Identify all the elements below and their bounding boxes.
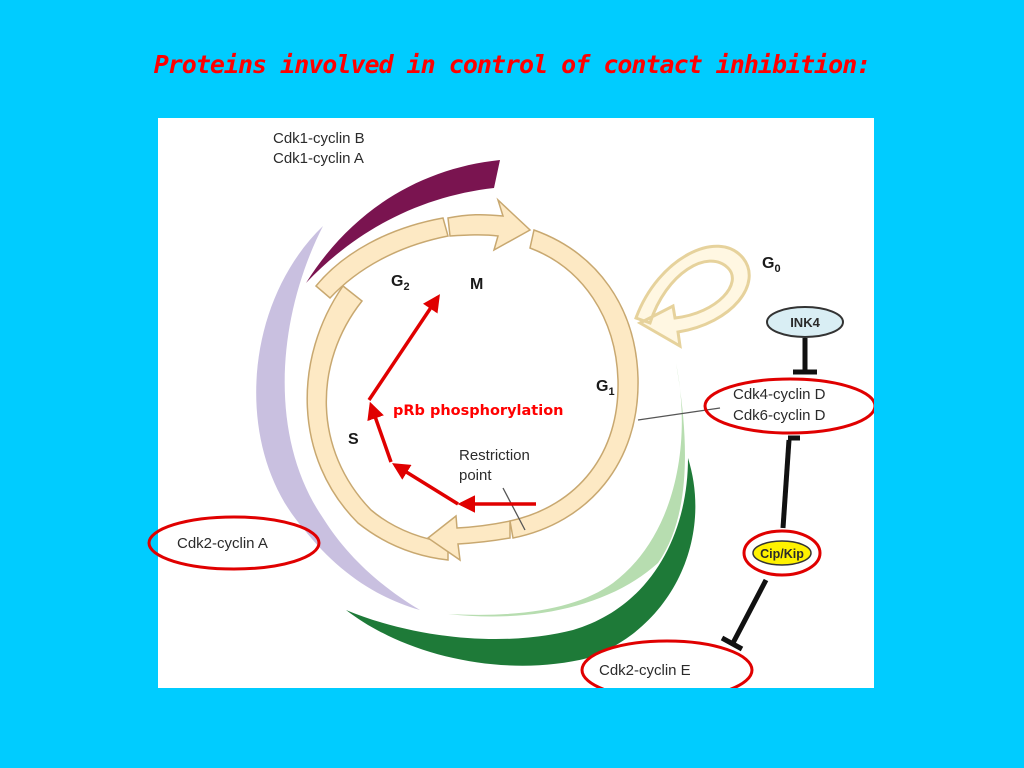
cdk1-cyclin-band	[306, 160, 500, 283]
cdk1-cyclin-b-label: Cdk1-cyclin B	[273, 130, 365, 147]
prb-phosphorylation-label: pRb phosphorylation	[393, 403, 563, 419]
cipkip-badge	[752, 540, 812, 566]
restriction-point-pointer	[502, 487, 526, 531]
cipkip-inhibition-line-down	[730, 578, 769, 645]
cdk2-cyclin-a-band	[256, 226, 420, 610]
g2-phase-label: G2	[391, 273, 410, 293]
cipkip-inhibition-bar-down	[720, 635, 744, 652]
cdk4-6-cyclin-d-highlight	[703, 377, 874, 435]
cdk4-cyclin-d-label: Cdk4-cyclin D	[733, 386, 826, 403]
prb-phosphorylation-path	[367, 294, 536, 513]
cell-cycle-diagram-panel: Cdk1-cyclin B Cdk1-cyclin A G2 M G1 S G0…	[158, 118, 874, 688]
ink4-badge	[766, 306, 844, 338]
g1-phase-label: G1	[596, 378, 615, 398]
slide-title: Proteins involved in control of contact …	[153, 50, 872, 79]
s-phase-label: S	[348, 431, 359, 448]
restriction-point-label-line2: point	[459, 467, 492, 484]
cdk2-cyclin-e-label: Cdk2-cyclin E	[599, 662, 691, 679]
cdk1-cyclin-a-label: Cdk1-cyclin A	[273, 150, 364, 167]
cell-cycle-diagram: Cdk1-cyclin B Cdk1-cyclin A G2 M G1 S G0…	[256, 130, 874, 688]
cipkip-label: Cip/Kip	[760, 547, 804, 561]
g0-phase-label: G0	[762, 255, 781, 275]
g1-cyclin-band	[448, 363, 685, 617]
m-phase-label: M	[470, 276, 483, 293]
cdk6-cyclin-d-label: Cdk6-cyclin D	[733, 407, 826, 424]
cipkip-inhibition-line-up	[780, 439, 792, 529]
restriction-point-label: Restriction	[459, 447, 530, 464]
ink4-label: INK4	[790, 315, 820, 330]
cdk2-cyclin-e-highlight	[580, 639, 754, 688]
cipkip-highlight	[742, 529, 822, 577]
g0-loop	[634, 244, 751, 349]
cell-cycle-ring	[306, 197, 639, 562]
